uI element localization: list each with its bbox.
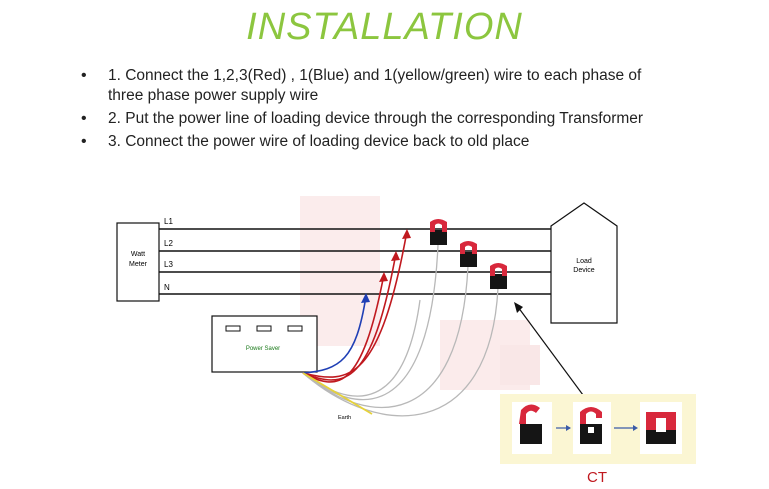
instruction-list: 1. Connect the 1,2,3(Red) , 1(Blue) and … <box>75 66 675 155</box>
load-device-label-1: Load <box>576 258 592 265</box>
line-label-n: N <box>164 283 170 292</box>
ct-pointer-line <box>517 306 584 396</box>
line-label-l1: L1 <box>164 217 173 226</box>
power-saver: Power Saver <box>211 315 318 373</box>
earth-wire <box>302 372 373 415</box>
step-1: 1. Connect the 1,2,3(Red) , 1(Blue) and … <box>75 66 675 106</box>
ct-step-arrow-1-icon <box>566 425 571 431</box>
ct-step-arrow-2-icon <box>633 425 638 431</box>
watt-meter-label-1: Watt <box>131 251 145 258</box>
ct-panel <box>500 394 696 464</box>
ct-clamp-l2 <box>460 241 477 267</box>
phase-wires <box>302 230 408 383</box>
ct-clamp-l3 <box>490 263 507 289</box>
page-title: INSTALLATION <box>246 6 523 48</box>
supply-lines <box>159 228 551 295</box>
arrow-l2-icon <box>391 251 400 261</box>
arrow-l3-icon <box>379 272 388 282</box>
ct-pointer-arrow-icon <box>514 302 523 313</box>
watt-meter: Watt Meter <box>116 222 160 302</box>
neutral-wire <box>302 295 367 374</box>
earth-label: Earth <box>338 415 351 421</box>
power-saver-label: Power Saver <box>246 346 280 352</box>
phase-arrowheads <box>379 229 411 282</box>
line-label-l3: L3 <box>164 260 173 269</box>
ct-return-wires <box>302 244 499 417</box>
ct-label: CT <box>587 469 607 486</box>
load-device-label-2: Device <box>573 267 595 274</box>
background-watermark <box>300 196 540 390</box>
ct-half-closed-icon <box>573 402 611 454</box>
step-3: 3. Connect the power wire of loading dev… <box>75 132 675 152</box>
ct-closed-icon <box>640 402 682 454</box>
arrow-neutral-icon <box>361 293 370 303</box>
ct-open-icon <box>512 402 552 454</box>
watt-meter-label-2: Meter <box>129 261 148 268</box>
load-device: Load Device <box>550 202 618 324</box>
arrow-l1-icon <box>402 229 411 239</box>
step-2: 2. Put the power line of loading device … <box>75 109 675 129</box>
line-label-l2: L2 <box>164 239 173 248</box>
ct-clamp-l1 <box>430 219 447 245</box>
